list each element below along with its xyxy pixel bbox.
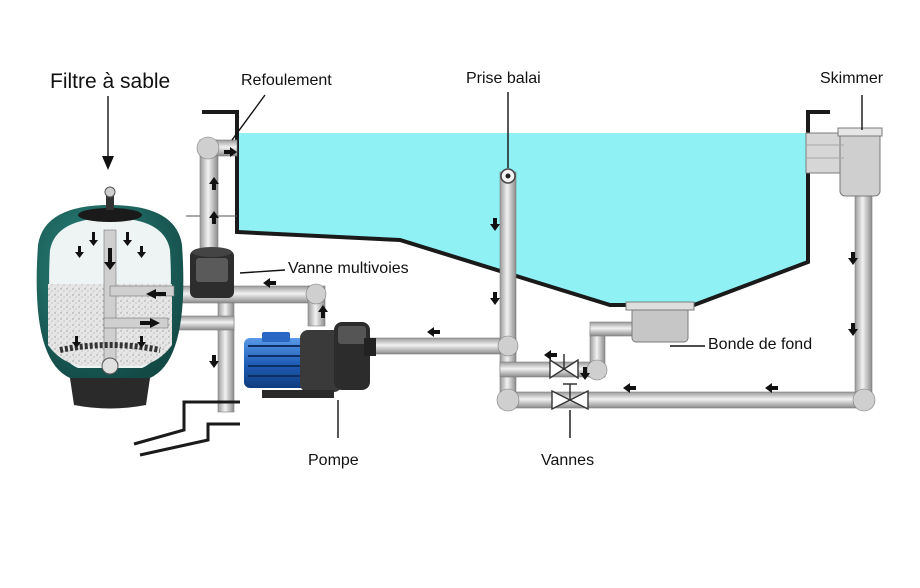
- flow-arrow-icon: [146, 289, 166, 299]
- filter-label: Filtre à sable: [50, 70, 171, 93]
- multiport-valve: [190, 247, 234, 298]
- pool-water: [237, 133, 808, 305]
- flow-arrow-icon: [209, 211, 219, 224]
- flow-arrow-icon: [224, 147, 237, 157]
- waste-outlet: [133, 400, 240, 446]
- flow-arrow-icon: [580, 367, 590, 380]
- flow-arrow-icon: [209, 177, 219, 190]
- pump-label: Pompe: [308, 452, 359, 469]
- flow-arrow-icon: [490, 218, 500, 231]
- valve-icon[interactable]: [549, 354, 579, 380]
- multiport-valve-label: Vanne multivoies: [288, 260, 409, 277]
- main-drain: [625, 301, 695, 343]
- flow-arrows: [140, 147, 858, 393]
- flow-arrow-icon: [209, 355, 219, 368]
- flow-arrow-icon: [140, 318, 160, 328]
- flow-arrow-icon: [318, 305, 328, 318]
- skimmer: [805, 127, 883, 197]
- main-drain-label: Bonde de fond: [708, 336, 813, 353]
- valves-label: Vannes: [541, 452, 595, 469]
- flow-arrow-icon: [623, 383, 636, 393]
- valve-icon[interactable]: [551, 383, 589, 411]
- discharge-label: Refoulement: [241, 72, 332, 89]
- leader-arrowhead: [102, 156, 114, 170]
- filter-flow-arrows: [72, 232, 146, 348]
- flow-arrow-icon: [427, 327, 440, 337]
- flow-arrow-icon: [490, 292, 500, 305]
- vacuum-inlet-label: Prise balai: [466, 70, 541, 87]
- pump: [244, 322, 376, 398]
- sand-filter: [36, 186, 184, 409]
- flow-arrow-icon: [765, 383, 778, 393]
- flow-arrow-icon: [263, 278, 276, 288]
- flow-arrow-icon: [544, 350, 557, 360]
- flow-arrow-icon: [848, 323, 858, 336]
- waste-outlet-2: [139, 422, 240, 457]
- skimmer-label: Skimmer: [820, 70, 884, 87]
- flow-arrow-icon: [848, 252, 858, 265]
- leader-lines: [107, 92, 863, 438]
